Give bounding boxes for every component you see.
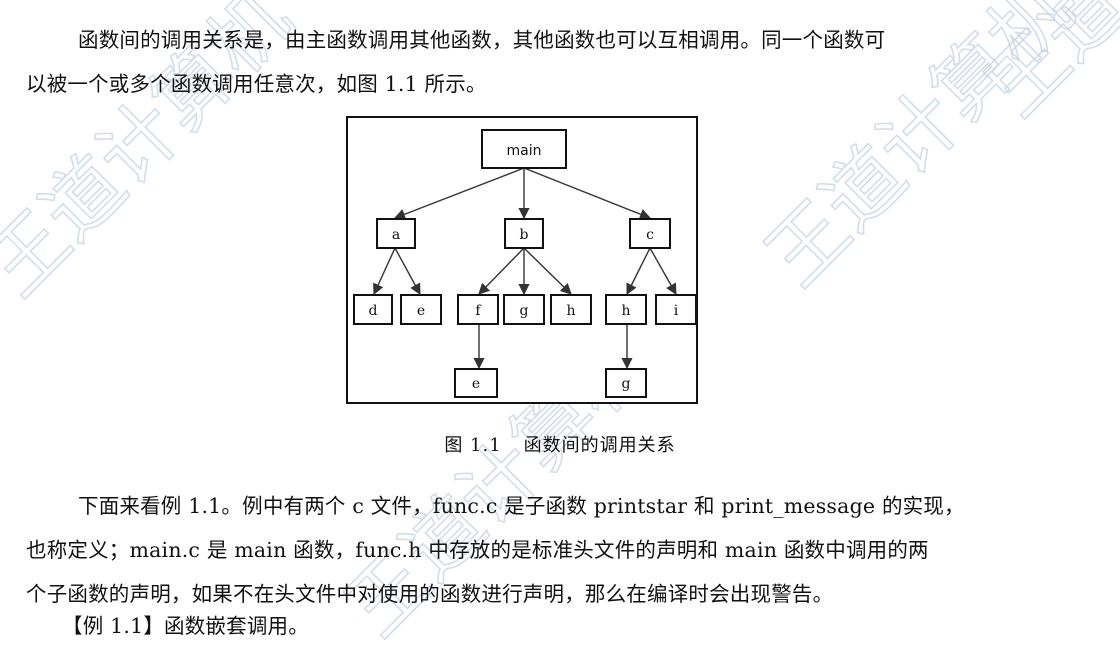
node-f: f [457, 294, 499, 325]
node-a: a [376, 218, 416, 249]
node-b: b [504, 218, 544, 249]
svg-text:h: h [621, 303, 630, 319]
svg-text:main: main [507, 143, 542, 159]
example-heading: 【例 1.1】函数嵌套调用。 [62, 604, 1120, 648]
figure-caption-number: 图 1.1 [444, 435, 502, 456]
svg-text:g: g [622, 376, 631, 392]
call-tree-figure: main a b c d e f g [346, 116, 698, 404]
node-c: c [629, 218, 671, 249]
edge-c-i [649, 247, 677, 295]
call-edges [373, 167, 677, 370]
node-i: i [655, 294, 697, 325]
svg-text:e: e [417, 303, 425, 319]
node-g: g [503, 294, 545, 325]
figure-caption: 图 1.1 函数间的调用关系 [0, 431, 1120, 457]
node-e: e [400, 294, 442, 325]
node-e-under-f: e [454, 368, 498, 398]
edge-b-f [478, 247, 525, 295]
edge-c-h [626, 247, 651, 296]
paragraph-line: 个子函数的声明，如果不在头文件中对使用的函数进行声明，那么在编译时会出现警告。 [26, 582, 834, 606]
svg-text:h: h [566, 303, 575, 319]
node-h: h [550, 294, 592, 325]
edge-a-d [373, 247, 396, 296]
svg-text:c: c [646, 227, 654, 243]
svg-text:b: b [520, 227, 529, 243]
node-main: main [481, 129, 567, 169]
figure-caption-text: 函数间的调用关系 [523, 435, 676, 456]
paragraph-line: 函数间的调用关系是，由主函数调用其他函数，其他函数也可以互相调用。同一个函数可 [78, 28, 886, 52]
example-paragraph: 下面来看例 1.1。例中有两个 c 文件，func.c 是子函数 printst… [26, 484, 1106, 616]
node-g-under-h: g [605, 368, 647, 398]
svg-text:d: d [369, 303, 378, 319]
edge-main-a [393, 167, 525, 220]
paragraph-line: 下面来看例 1.1。例中有两个 c 文件，func.c 是子函数 printst… [78, 494, 965, 518]
svg-text:e: e [472, 376, 480, 392]
intro-paragraph: 函数间的调用关系是，由主函数调用其他函数，其他函数也可以互相调用。同一个函数可 … [26, 18, 1106, 106]
edge-b-h [523, 247, 572, 295]
example-heading-text: 【例 1.1】函数嵌套调用。 [62, 614, 309, 638]
svg-text:f: f [475, 303, 482, 319]
edge-main-c [523, 167, 652, 220]
svg-text:g: g [520, 303, 529, 319]
svg-text:a: a [392, 227, 400, 243]
node-h-under-c: h [605, 294, 647, 325]
node-d: d [353, 294, 393, 325]
edge-a-e [394, 247, 421, 295]
paragraph-line: 以被一个或多个函数调用任意次，如图 1.1 所示。 [26, 72, 487, 96]
paragraph-line: 也称定义；main.c 是 main 函数，func.h 中存放的是标准头文件的… [26, 538, 929, 562]
svg-text:i: i [674, 303, 679, 319]
